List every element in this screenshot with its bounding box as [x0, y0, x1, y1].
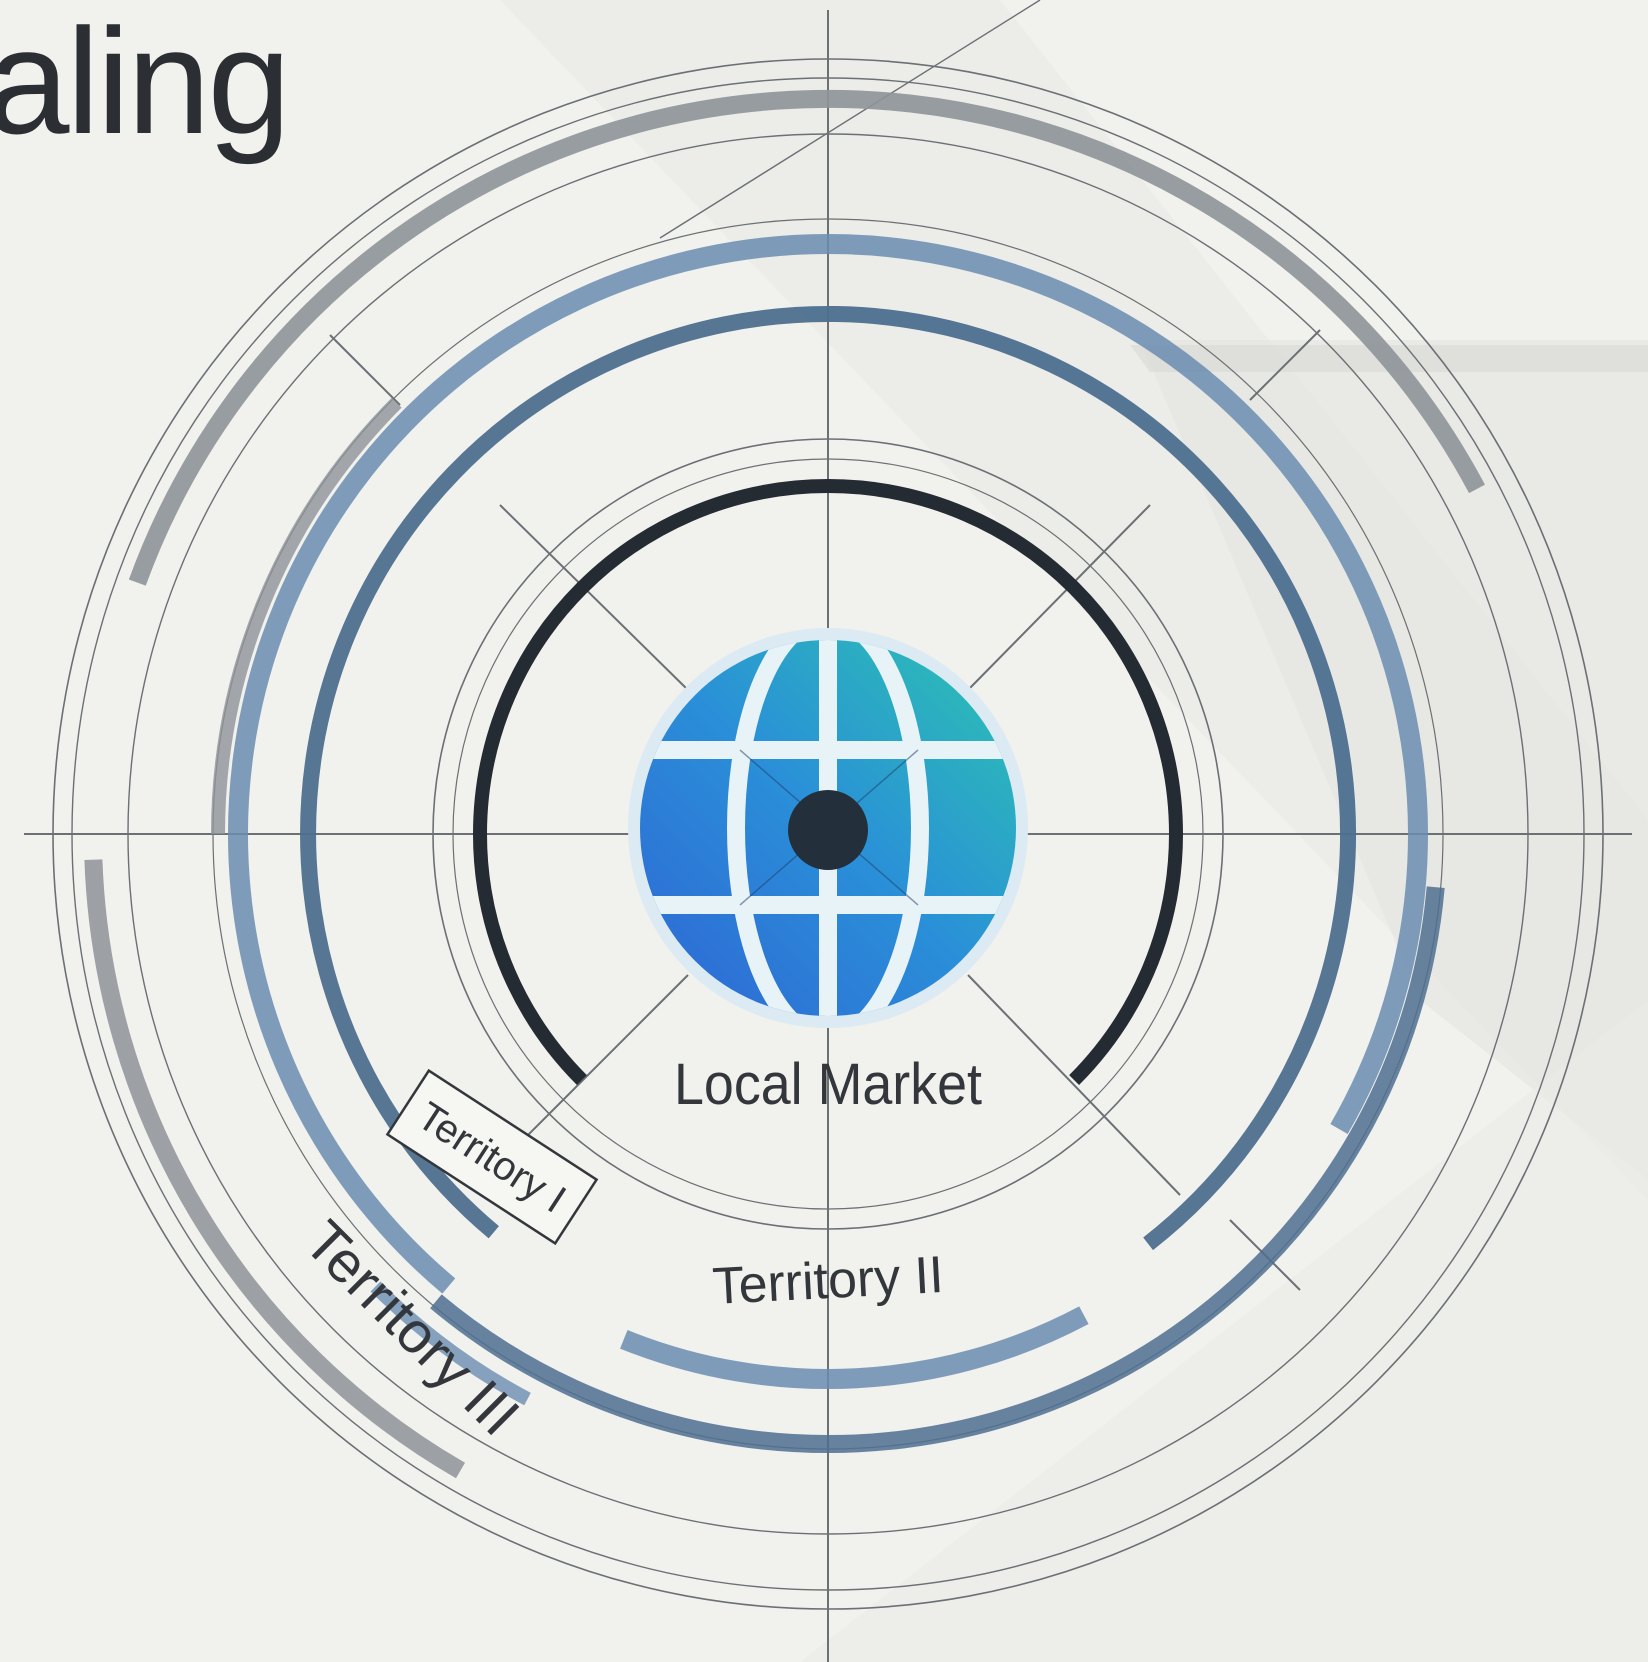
- local-market-label: Local Market: [674, 1052, 982, 1117]
- territory-1-tag: Territory I: [385, 1068, 599, 1246]
- globe-icon: [628, 628, 1028, 1028]
- local-market-ring: [473, 479, 1183, 1086]
- territory-2-label: Territory II: [711, 1246, 945, 1316]
- gray-arc-inner-left: [211, 397, 402, 835]
- territory-3-ring-upper: [1330, 833, 1428, 1134]
- territory-3-ring: [228, 234, 1428, 1294]
- guide-circles: [52, 58, 1604, 1610]
- territory-2-ring-lower: [620, 1306, 1089, 1390]
- arc-rings: [84, 89, 1485, 1479]
- territory-2-ring: [300, 305, 1357, 1251]
- territory-3-ring-outer-lower: [430, 886, 1445, 1454]
- territory-3-short-arc: [370, 1281, 531, 1406]
- outer-gray-arc-left: [84, 859, 466, 1479]
- page-title: aling: [0, 0, 291, 165]
- outer-gray-arc-top: [128, 89, 1485, 586]
